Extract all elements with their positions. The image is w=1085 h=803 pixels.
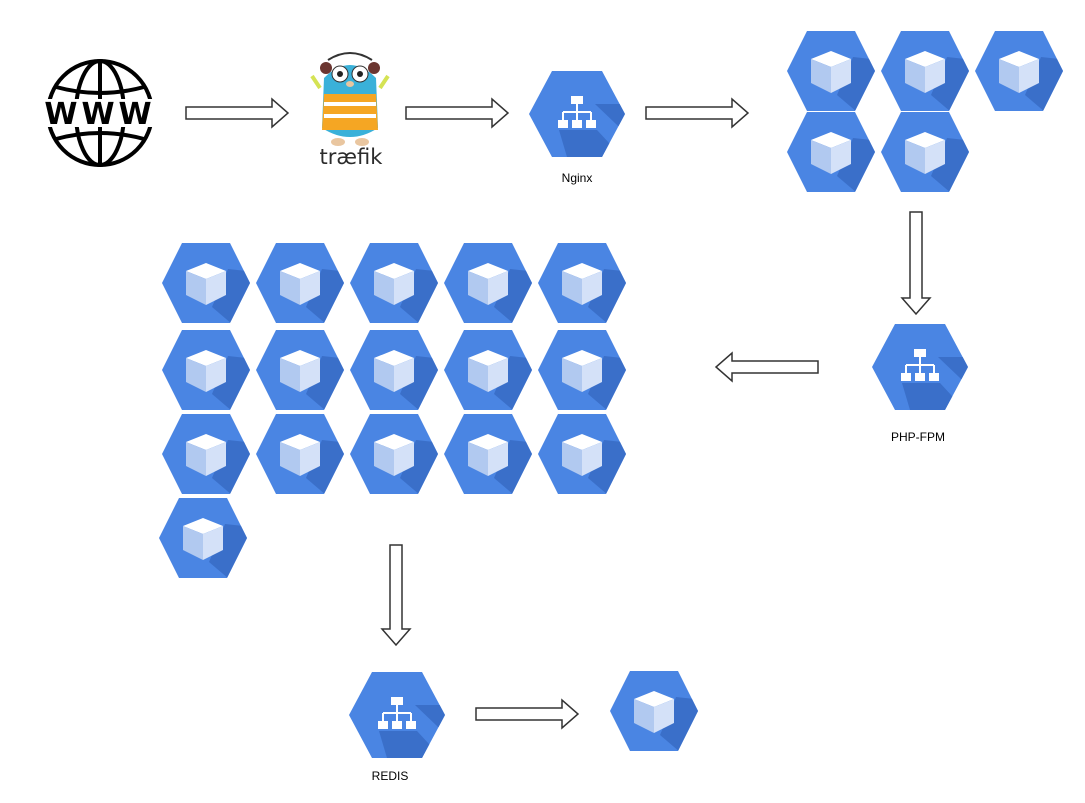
compute-engine-icon [444, 414, 532, 494]
compute-engine-icon [350, 414, 438, 494]
nginx-load-balancer-icon [529, 71, 625, 157]
traefik-gopher-logo [310, 52, 390, 146]
compute-engine-icon [256, 414, 344, 494]
compute-engine-icon [538, 414, 626, 494]
redis-instance-group [610, 671, 698, 751]
www-globe-icon: WWW [44, 59, 155, 167]
arrow-php-fpm-to-instances [714, 351, 819, 383]
compute-engine-icon [975, 31, 1063, 111]
compute-engine-icon [787, 112, 875, 192]
traefik-wordmark: træfik [320, 145, 384, 169]
arrow-redis-to-instance [475, 698, 580, 730]
arrow-instances-to-redis [380, 544, 412, 647]
compute-engine-icon [881, 112, 969, 192]
nginx-instance-group [787, 31, 1063, 192]
redis-load-balancer-icon [349, 672, 445, 758]
arrow-nginx-to-instances [645, 97, 750, 129]
compute-engine-icon [159, 498, 247, 578]
compute-engine-icon [610, 671, 698, 751]
redis-label: REDIS [372, 769, 409, 783]
svg-text:WWW: WWW [44, 97, 155, 132]
nginx-label: Nginx [562, 171, 593, 185]
arrow-instances-to-php-fpm [900, 211, 932, 316]
php-fpm-label: PHP-FPM [891, 430, 945, 444]
php-fpm-load-balancer-icon [872, 324, 968, 410]
arrow-www-to-traefik [185, 97, 290, 129]
arrow-traefik-to-nginx [405, 97, 510, 129]
